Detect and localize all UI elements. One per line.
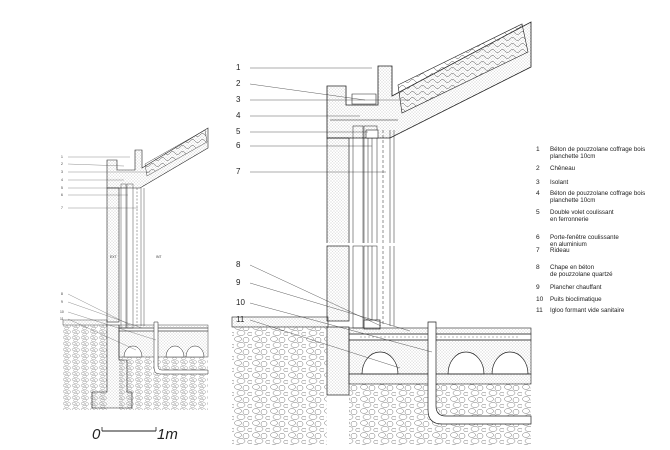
callout-2: 2 [236,79,241,88]
legend-text: Béton de pouzzolane coffrage bois planch… [550,190,646,205]
wall-upper [326,137,350,247]
callout-6: 6 [236,141,241,150]
legend-item: 6 Porte-fenêtre coulissante en aluminium [536,234,670,249]
legend-number: 3 [536,179,540,186]
small-callout-5: 5 [61,186,63,190]
callout-1: 1 [236,63,241,72]
small-callout-2: 2 [61,162,63,166]
callout-numbers-large: 1 2 3 4 5 6 7 8 9 10 11 [236,63,245,324]
ext-label: EXT [110,255,117,259]
legend-item: 1 Béton de pouzzolane coffrage bois planc… [536,146,670,161]
small-callout-10: 10 [60,310,64,314]
callout-8: 8 [236,260,241,269]
legend-item: 3 Isolant [536,179,670,186]
legend-text: Igloo formant vide sanitaire [550,307,625,314]
callout-9: 9 [236,278,241,287]
legend-number: 9 [536,284,540,291]
legend-item: 4 Béton de pouzzolane coffrage bois planc… [536,190,670,205]
small-callout-3: 3 [61,170,63,174]
legend-text: Rideau [550,247,570,254]
callout-11: 11 [236,315,245,324]
roof-insulation [397,23,529,114]
legend-text: Double volet coulissant en ferronnerie [550,209,614,224]
legend-number: 2 [536,165,540,172]
legend-item: 8 Chape en béton de pouzzolane quartzé [536,264,670,279]
legend-number: 6 [536,234,540,241]
small-callout-7: 7 [61,206,63,210]
callouts-large [249,67,433,369]
wall-lower [326,245,350,322]
legend-text: Chape en béton de pouzzolane quartzé [550,264,613,279]
legend-number: 5 [536,209,540,216]
callout-5: 5 [236,127,241,136]
small-foundation [91,324,133,409]
gravel-fill [232,327,327,445]
foundation-footing [326,326,350,396]
callout-3: 3 [236,95,241,104]
small-roof-slab [106,127,209,189]
small-callout-11: 11 [60,317,64,321]
legend-text: Chêneau [550,165,576,172]
legend-item: 7 Rideau [536,247,670,254]
large-detail [231,21,532,445]
legend-text: Porte-fenêtre coulissante en aluminium [550,234,619,249]
small-callout-8: 8 [61,292,63,296]
legend-text: Isolant [550,179,569,186]
legend-number: 10 [536,296,544,303]
small-callout-1: 1 [61,155,63,159]
callouts-small [67,156,157,351]
legend-number: 4 [536,190,540,197]
small-callout-6: 6 [61,193,63,197]
concrete-screed [348,327,532,335]
callout-7: 7 [236,167,241,176]
legend-number: 8 [536,264,540,271]
window-frame-upper [352,125,395,247]
legend-item: 2 Chêneau [536,165,670,172]
bioclimatic-well [427,321,532,425]
scale-zero: 0 [92,426,101,443]
legend-text: Puits bioclimatique [550,296,602,303]
legend-item: 9 Plancher chauffant [536,284,670,291]
legend-item: 11 Igloo formant vide sanitaire [536,307,670,314]
exterior-slab [231,316,329,328]
small-callout-9: 9 [61,300,63,304]
scale-one: 1m [157,426,178,443]
legend-number: 1 [536,146,540,153]
callout-4: 4 [236,111,241,120]
legend-text: Plancher chauffant [550,284,602,291]
small-detail: EXT INT [62,127,209,410]
legend-text: Béton de pouzzolane coffrage bois planch… [550,146,646,161]
int-label: INT [156,255,161,259]
legend-item: 10 Puits bioclimatique [536,296,670,303]
legend-number: 11 [536,307,543,314]
callout-numbers-small: 1 2 3 4 5 6 7 8 9 10 11 [60,155,64,321]
callout-10: 10 [236,298,245,307]
legend-number: 7 [536,247,540,254]
scale-bar: 0 1m [92,426,178,443]
gutter [351,93,377,105]
igloo-arches [361,351,529,375]
small-callout-4: 4 [61,178,63,182]
legend-item: 5 Double volet coulissant en ferronnerie [536,209,670,224]
